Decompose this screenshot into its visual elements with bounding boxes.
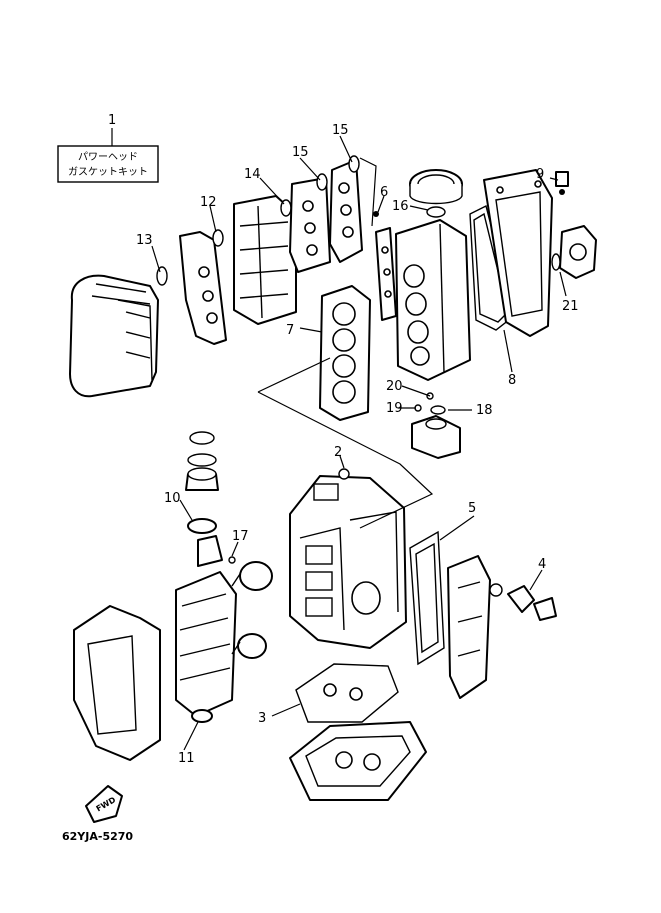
bolt-6: [373, 211, 379, 217]
callout-9: 9: [536, 167, 544, 182]
gasket-12: [212, 229, 224, 247]
grommet-2: [338, 468, 350, 480]
gasket-13: [156, 266, 168, 286]
gasket-21: [551, 253, 561, 271]
pin-17: [228, 556, 236, 564]
o-ring-18: [430, 405, 446, 415]
callout-4: 4: [538, 557, 546, 572]
callout-15b: 15: [332, 123, 349, 138]
exhaust-inner-cover: [447, 555, 491, 699]
sensor-9: [555, 171, 569, 195]
exhaust-inner-gasket: [409, 530, 445, 666]
kit-label-line2: ガスケットキット: [68, 166, 148, 178]
exhaust-guide: [289, 721, 427, 801]
callout-7: 7: [286, 323, 294, 338]
callout-10: 10: [164, 491, 181, 506]
leader-lines: [151, 135, 567, 751]
diagram-reference-code: 62YJA-5270: [62, 830, 133, 843]
exhaust-outer-cover: [483, 169, 553, 337]
callout-11: 11: [178, 751, 195, 766]
side-gasket-strip: [375, 227, 397, 321]
crankcase-half: [73, 605, 161, 761]
cylinder-block: [289, 475, 407, 649]
fwd-direction-marker: FWD: [85, 785, 123, 823]
cylinder-head: [395, 219, 471, 381]
exhaust-gasket-plate: [289, 177, 331, 273]
gasket-15a: [316, 173, 328, 191]
callout-20: 20: [386, 379, 403, 394]
callout-2: 2: [334, 445, 342, 460]
intake-silencer: [69, 274, 159, 398]
gasket-kit-label: パワーヘッド ガスケットキット: [57, 128, 159, 183]
callout-labels: 1 2 3 4 5 6 7 8 9 10 11 12 13 14 15 15 1…: [108, 113, 579, 766]
thermostat-housing: [559, 225, 597, 279]
oil-seal-16: [426, 206, 446, 218]
oil-seal-10: [187, 518, 217, 534]
callout-8: 8: [508, 373, 516, 388]
bolt-fitting: [489, 583, 503, 597]
oil-pump: [411, 415, 461, 459]
callout-14: 14: [244, 167, 261, 182]
exhaust-cover-plate: [329, 159, 363, 263]
crankcase-gasket: [295, 663, 399, 723]
callout-21: 21: [562, 299, 579, 314]
callout-17: 17: [232, 529, 249, 544]
cylinder-head-gasket: [319, 285, 371, 421]
callout-1: 1: [108, 113, 116, 128]
reed-valve-assembly: [233, 195, 297, 325]
callout-13: 13: [136, 233, 153, 248]
callout-3: 3: [258, 711, 266, 726]
callout-16: 16: [392, 199, 409, 214]
callout-12: 12: [200, 195, 217, 210]
callout-19: 19: [386, 401, 403, 416]
anode-cover: [507, 585, 557, 621]
callout-6: 6: [380, 185, 388, 200]
oil-seal-11: [191, 709, 213, 723]
callout-15a: 15: [292, 145, 309, 160]
kit-label-line1: パワーヘッド: [78, 151, 138, 163]
bearing-stack: [185, 431, 219, 491]
timing-pulley: [409, 169, 463, 205]
reed-valve-plate: [179, 231, 227, 345]
callout-5: 5: [468, 501, 476, 516]
callout-18: 18: [476, 403, 493, 418]
piston-assembly: [231, 561, 273, 659]
crankshaft: [175, 535, 237, 717]
